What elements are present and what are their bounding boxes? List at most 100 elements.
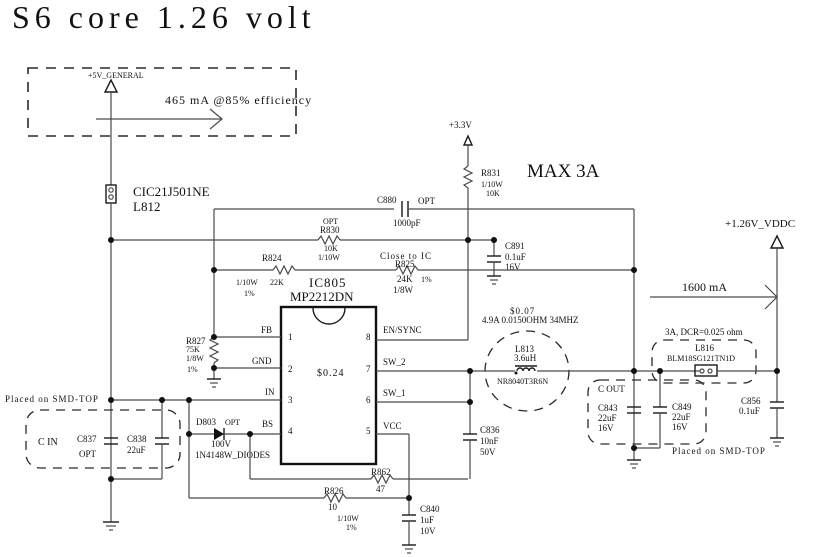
L812-value: CIC21J501NE — [133, 184, 210, 199]
pin-7-num: 7 — [366, 364, 371, 374]
cout-box — [587, 379, 707, 445]
ground-symbol — [627, 459, 641, 469]
inductor-spec: 4.9A 0.0150OHM 34MHZ — [482, 315, 579, 325]
C840-ref: C840 — [420, 504, 440, 514]
placed-smd-top-left: Placed on SMD-TOP — [5, 394, 99, 404]
rail-1v26-label: +1.26V_VDDC — [725, 218, 795, 230]
pin-3-name: IN — [265, 387, 275, 397]
pin-4-name: BS — [262, 419, 273, 429]
R826-ref: R826 — [324, 486, 344, 496]
ground-symbol — [207, 378, 221, 388]
junction-dots — [108, 237, 780, 501]
C838-value: 22uF — [127, 445, 146, 455]
placed-smd-top-right: Placed on SMD-TOP — [672, 446, 766, 456]
schematic-title: S6 core 1.26 volt — [12, 0, 316, 35]
R825-tol: 1% — [421, 275, 432, 284]
C843-voltage: 16V — [598, 423, 614, 433]
input-current-box — [27, 67, 297, 137]
pin-3-num: 3 — [288, 395, 293, 405]
pin-7-name: SW_2 — [383, 357, 406, 367]
pin-8-num: 8 — [366, 332, 371, 342]
capacitor-C880 — [401, 201, 409, 217]
ground-symbol — [402, 544, 416, 554]
C843-ref: C843 — [598, 403, 618, 413]
R824-power: 1/10W — [236, 278, 258, 287]
R830-ref: R830 — [320, 225, 340, 235]
capacitor-C843 — [627, 406, 641, 414]
C836-voltage: 50V — [480, 447, 496, 457]
output-current-label: 1600 mA — [682, 280, 727, 294]
R827-tol: 1% — [187, 365, 198, 374]
pin-5-num: 5 — [366, 426, 371, 436]
input-current-label: 465 mA @85% efficiency — [165, 93, 312, 107]
input-current-arrow — [96, 108, 223, 130]
inductor-L813 — [514, 365, 537, 375]
R862-ref: R862 — [371, 467, 391, 477]
resistor-R826 — [323, 492, 347, 504]
pin-1-num: 1 — [288, 332, 293, 342]
R825-power: 1/8W — [393, 285, 414, 295]
R825-value: 24K — [397, 274, 413, 284]
R827-value: 75K — [186, 345, 200, 354]
resistor-R827 — [208, 336, 220, 364]
max-current-label: MAX 3A — [527, 161, 600, 182]
C891-voltage: 16V — [505, 262, 521, 272]
C837-opt: OPT — [79, 449, 97, 459]
resistor-R830 — [317, 234, 341, 246]
D803-voltage: 100V — [211, 439, 232, 449]
D803-opt: OPT — [225, 418, 240, 427]
capacitor-C840 — [402, 514, 416, 522]
L816-part: BLM18SG121TN1D — [667, 354, 735, 363]
C849-value: 22uF — [672, 412, 691, 422]
resistor-R824 — [272, 264, 296, 276]
R831-value: 10K — [486, 189, 500, 198]
ground-symbol — [103, 521, 119, 531]
resistor-R862 — [370, 473, 394, 485]
C856-ref: C856 — [741, 396, 761, 406]
R826-power: 1/10W — [337, 514, 359, 523]
capacitor-C836 — [463, 433, 477, 441]
R824-ref: R824 — [262, 253, 282, 263]
pin-6-name: SW_1 — [383, 388, 406, 398]
R826-value: 10 — [328, 502, 338, 512]
L813-part: NR8040T3R6N — [497, 377, 548, 386]
pin-2-name: GND — [252, 356, 272, 366]
R831-ref: R831 — [481, 168, 501, 178]
C856-value: 0.1uF — [739, 406, 760, 416]
D803-ref: D803 — [196, 417, 216, 427]
output-current-arrow — [650, 284, 778, 310]
ground-symbol — [487, 275, 501, 285]
rail-3v3: +3.3V — [449, 120, 474, 146]
C880-ref: C880 — [377, 195, 397, 205]
R831-power: 1/10W — [481, 180, 503, 189]
L813-value: 3.6uH — [514, 353, 537, 363]
C840-voltage: 10V — [420, 526, 436, 536]
R824-value: 22K — [270, 278, 284, 287]
R826-tol: 1% — [346, 523, 357, 532]
L812-ref: L812 — [133, 199, 160, 214]
ic-ref: IC805 — [309, 275, 347, 290]
C838-ref: C838 — [127, 434, 147, 444]
cin-label: C IN — [38, 437, 58, 448]
cin-box — [25, 409, 181, 469]
inductor-price: $0.07 — [510, 306, 535, 316]
rail-3v3-label: +3.3V — [449, 120, 472, 130]
rail-5v-label: +5V_GENERAL — [88, 71, 144, 80]
ic-MP2212DN — [279, 305, 378, 466]
R824-tol: 1% — [244, 289, 255, 298]
C891-ref: C891 — [505, 241, 525, 251]
C836-ref: C836 — [480, 425, 500, 435]
L816-ref: L816 — [695, 343, 714, 353]
R825-ref: R825 — [395, 259, 415, 269]
C843-value: 22uF — [598, 413, 617, 423]
C837-ref: C837 — [77, 434, 97, 444]
C840-value: 1uF — [420, 515, 434, 525]
R827-ref: R827 — [186, 336, 206, 346]
ic-part: MP2212DN — [290, 289, 354, 304]
C880-opt: OPT — [418, 196, 436, 206]
R830-value: 10K — [324, 244, 338, 253]
R830-opt: OPT — [323, 217, 338, 226]
pin-2-num: 2 — [288, 364, 293, 374]
C891-value: 0.1uF — [505, 252, 526, 262]
